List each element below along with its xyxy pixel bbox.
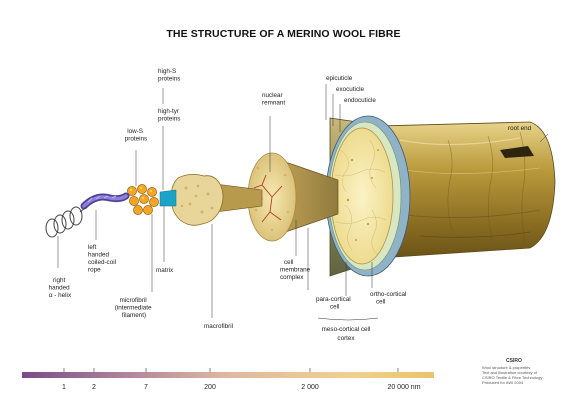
label-meso-cortical-cell: meso-cortical cell <box>322 326 371 333</box>
label-microfibril: microfibril (intermediate filament) <box>115 297 154 319</box>
coiled-coil-rope <box>84 196 126 206</box>
label-matrix: matrix <box>156 267 174 274</box>
fibre-cross-section <box>326 116 410 276</box>
footnote-logo: CSIRO <box>506 358 522 364</box>
label-right-handed-helix: right handed α - helix <box>49 277 72 299</box>
size-scale: 1 2 7 200 2 000 20 000 nm <box>22 368 434 391</box>
macrofibril-bundle-face <box>172 174 223 225</box>
label-cortex: cortex <box>337 335 355 342</box>
label-high-tyr-proteins: high-tyr proteins <box>158 108 181 123</box>
scale-tick-6: 20 000 nm <box>387 384 420 391</box>
scale-tick-5: 2 000 <box>301 384 319 391</box>
label-nuclear-remnant: nuclear remnant <box>262 92 285 107</box>
label-ortho-cortical-cell: ortho-cortical cell <box>370 291 408 306</box>
label-left-handed-coil: left handed coiled-coil rope <box>88 244 118 274</box>
scale-bar <box>22 372 434 378</box>
label-endocuticle: endocuticle <box>344 97 376 104</box>
scale-tick-2: 2 <box>92 384 96 391</box>
scale-tick-4: 200 <box>204 384 216 391</box>
label-low-s-proteins: low-S proteins <box>125 128 147 143</box>
microfibril-cluster <box>127 184 158 214</box>
label-para-cortical-cell: para-cortical cell <box>316 296 352 311</box>
label-exocuticle: exocuticle <box>336 86 364 93</box>
label-epicuticle: epicuticle <box>326 75 353 82</box>
label-high-s-proteins: high-S proteins <box>158 68 180 83</box>
alpha-helix <box>46 207 86 237</box>
label-cell-membrane-complex: cell membrane complex <box>280 259 312 281</box>
footnote-line-4: Produced for AWI 2004 <box>482 380 524 385</box>
microfibril-bundle-stage <box>160 174 262 225</box>
footnote: CSIRO Wool structure & properties Text a… <box>482 358 542 385</box>
matrix-region <box>160 190 176 206</box>
label-root-end: root end <box>508 125 532 132</box>
scale-tick-3: 7 <box>144 384 148 391</box>
cortex-face <box>331 128 393 264</box>
scale-tick-1: 1 <box>62 384 66 391</box>
label-macrofibril: macrofibril <box>204 323 233 330</box>
